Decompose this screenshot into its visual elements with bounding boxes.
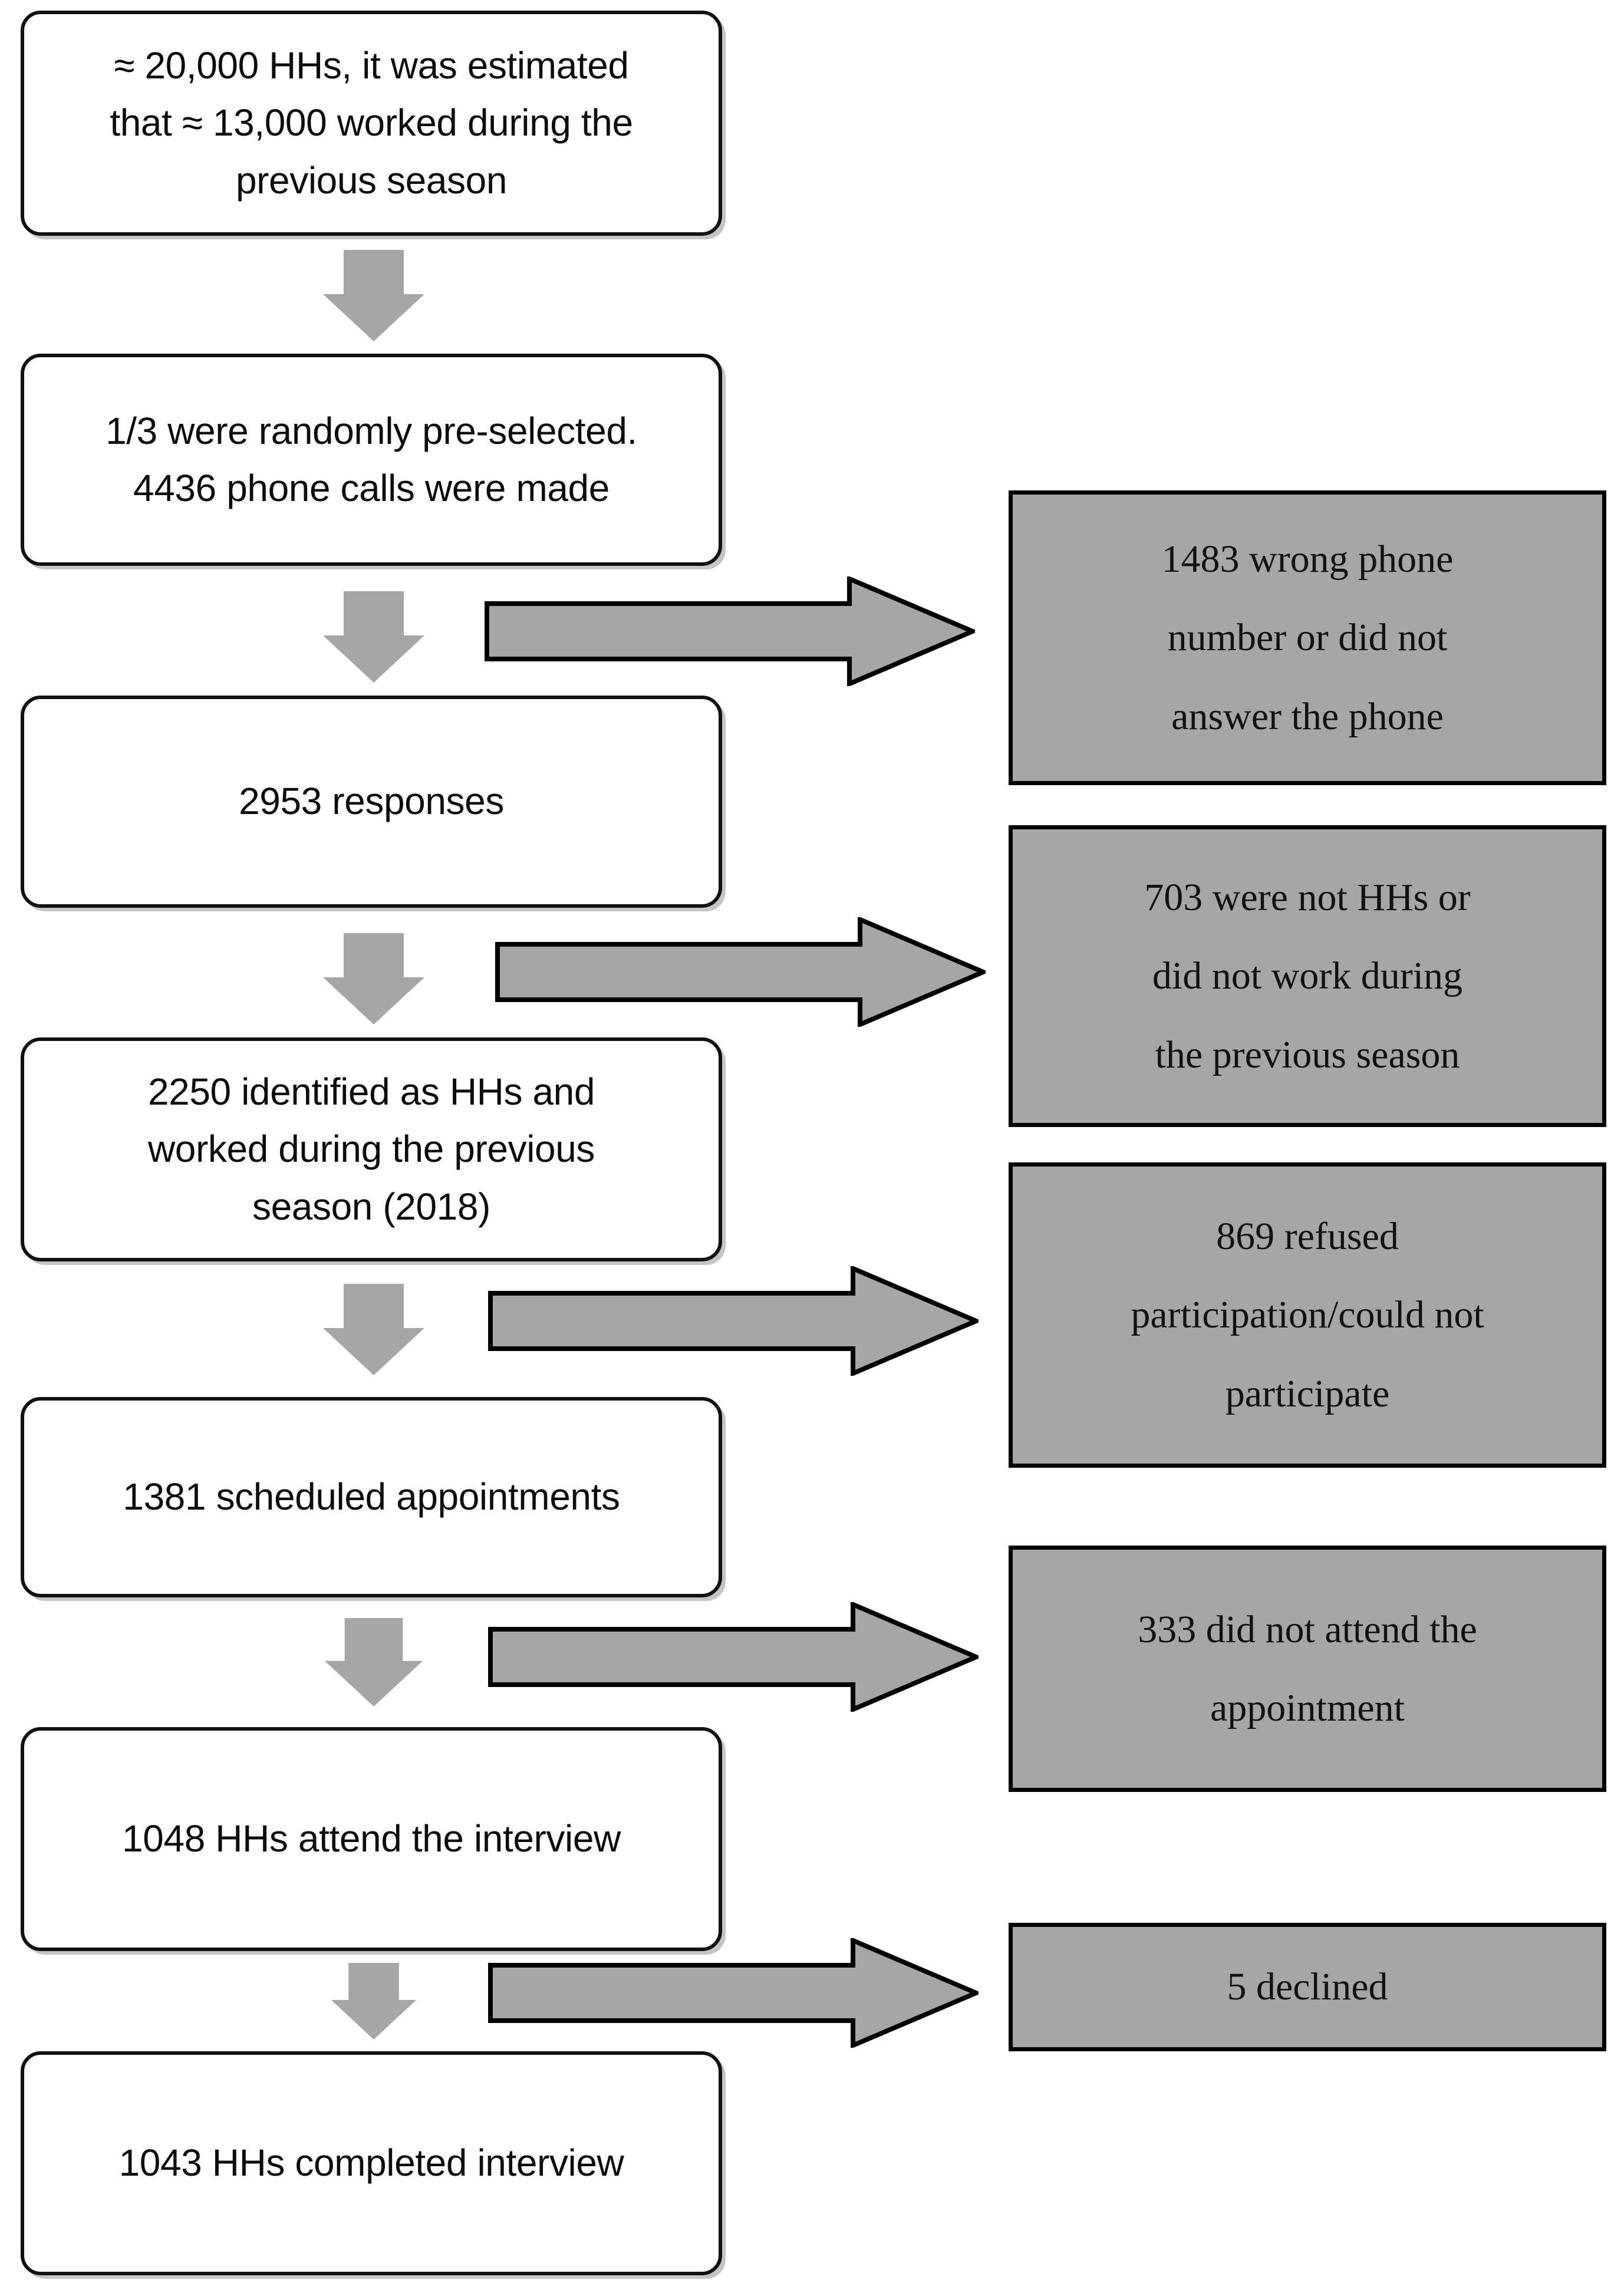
arrow-right-icon [488, 1266, 979, 1376]
flow-node-6-label: 1048 HHs attend the interview [122, 1817, 621, 1860]
flow-node-7-label: 1043 HHs completed interview [118, 2141, 624, 2185]
exclusion-node-5: 5 declined [1009, 1923, 1606, 2051]
arrow-down-icon [323, 933, 424, 1024]
flow-node-4-label: 2250 identified as HHs and worked during… [147, 1070, 595, 1228]
flow-node-2-label: 1/3 were randomly pre-selected. 4436 pho… [106, 409, 637, 509]
arrow-down-1 [323, 250, 424, 341]
exclusion-node-3: 869 refused participation/could not part… [1009, 1162, 1606, 1468]
arrow-down-5 [323, 1618, 424, 1706]
arrow-down-6 [323, 1963, 424, 2040]
exclusion-node-5-label: 5 declined [1227, 1965, 1388, 2009]
arrow-down-icon [324, 1618, 423, 1706]
flow-node-1: ≈ 20,000 HHs, it was estimated that ≈ 13… [21, 11, 722, 236]
arrow-down-icon [323, 591, 424, 683]
arrow-right-1 [485, 576, 975, 686]
flow-node-5: 1381 scheduled appointments [21, 1397, 722, 1597]
arrow-right-icon [488, 1938, 979, 2048]
flow-node-6: 1048 HHs attend the interview [21, 1727, 722, 1951]
arrow-right-icon [485, 576, 975, 686]
flow-node-7: 1043 HHs completed interview [21, 2051, 722, 2275]
flow-node-3-label: 2953 responses [239, 780, 504, 823]
arrow-down-3 [323, 933, 424, 1024]
arrow-right-3 [488, 1266, 979, 1376]
flow-node-3: 2953 responses [21, 696, 722, 908]
exclusion-node-1: 1483 wrong phone number or did not answe… [1009, 490, 1606, 785]
arrow-right-4 [488, 1602, 979, 1712]
arrow-down-icon [331, 1963, 417, 2040]
arrow-right-5 [488, 1938, 979, 2048]
exclusion-node-2-label: 703 were not HHs or did not work during … [1144, 876, 1471, 1076]
arrow-down-icon [323, 1284, 424, 1375]
exclusion-node-1-label: 1483 wrong phone number or did not answe… [1161, 538, 1454, 738]
exclusion-node-3-label: 869 refused participation/could not part… [1131, 1215, 1484, 1415]
exclusion-node-4: 333 did not attend the appointment [1009, 1546, 1606, 1792]
arrow-down-2 [323, 591, 424, 683]
flow-node-5-label: 1381 scheduled appointments [123, 1475, 620, 1518]
arrow-down-icon [323, 250, 424, 341]
arrow-down-4 [323, 1284, 424, 1375]
arrow-right-icon [495, 917, 986, 1027]
exclusion-node-2: 703 were not HHs or did not work during … [1009, 825, 1606, 1127]
flow-node-4: 2250 identified as HHs and worked during… [21, 1037, 722, 1261]
exclusion-node-4-label: 333 did not attend the appointment [1138, 1607, 1477, 1729]
flow-node-2: 1/3 were randomly pre-selected. 4436 pho… [21, 354, 722, 566]
arrow-right-2 [495, 917, 986, 1027]
flow-node-1-label: ≈ 20,000 HHs, it was estimated that ≈ 13… [110, 44, 633, 202]
arrow-right-icon [488, 1602, 979, 1712]
